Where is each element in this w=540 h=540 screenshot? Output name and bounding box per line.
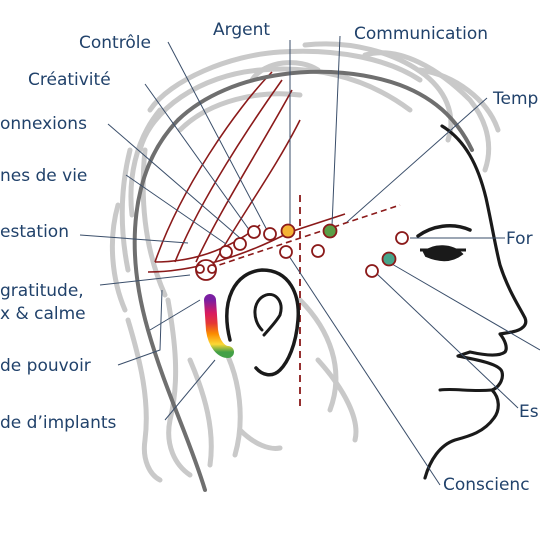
eyebrow — [416, 223, 472, 238]
leader-lines — [79, 35, 540, 486]
point-creativite — [247, 225, 261, 239]
point-communication — [322, 223, 338, 239]
hair-strands — [109, 41, 501, 483]
point-gratitude-a — [195, 264, 205, 274]
point-argent — [280, 223, 296, 239]
point-connexions — [233, 237, 247, 251]
point-cheek — [365, 264, 379, 278]
point-gratitude-b — [207, 264, 217, 274]
label-implants: de d’implants — [0, 413, 117, 433]
point-formes — [395, 231, 409, 245]
label-communication: Communication — [354, 24, 488, 44]
label-argent: Argent — [213, 20, 271, 40]
point-plans — [219, 245, 233, 259]
ear — [225, 268, 300, 377]
point-es — [381, 251, 397, 267]
label-gratitude: gratitude, — [0, 281, 84, 301]
spectrum-bar — [204, 294, 234, 358]
label-temp: Temp — [493, 89, 539, 109]
label-conscience: Conscienc — [443, 475, 530, 495]
label-calme: x & calme — [0, 304, 86, 324]
energy-points — [195, 223, 409, 281]
label-manifestation: estation — [0, 222, 69, 242]
ear-inner — [253, 292, 283, 337]
label-creativite: Créativité — [28, 70, 111, 90]
label-pouvoir: de pouvoir — [0, 356, 91, 376]
point-temp — [311, 244, 325, 258]
label-formes: For — [506, 229, 533, 249]
face-profile — [423, 124, 528, 480]
label-controle: Contrôle — [79, 33, 151, 53]
label-connexions: onnexions — [0, 114, 87, 134]
point-controle — [263, 227, 277, 241]
label-plans-de-vie: nes de vie — [0, 166, 88, 186]
label-es: Es — [519, 402, 539, 422]
point-center — [279, 245, 293, 259]
jaw-line — [438, 387, 494, 393]
eye — [422, 245, 464, 262]
